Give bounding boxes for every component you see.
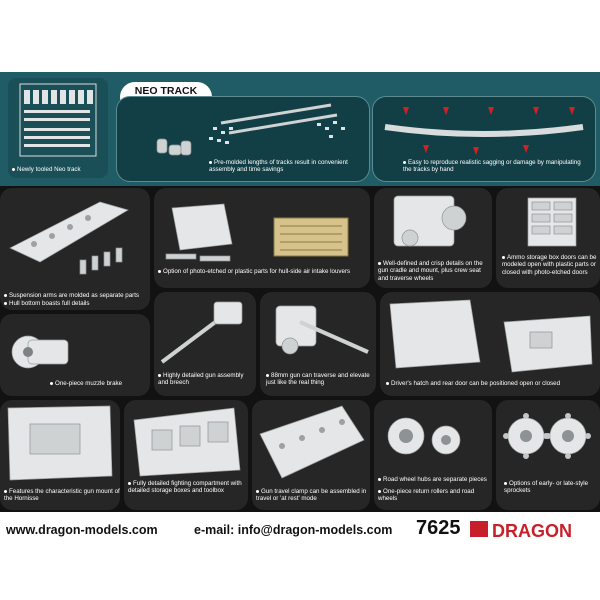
pre-molded-panel: Pre-molded lengths of tracks result in c… (116, 96, 370, 182)
return-rollers-caption: One-piece return rollers and road wheels (378, 488, 475, 503)
gun-assembly-caption: Highly detailed gun assembly and breech (158, 372, 244, 387)
gun-barrel-image (160, 301, 243, 364)
neo-track-title-line1: NEO TRACK (134, 85, 198, 97)
travel-clamp-panel: Gun travel clamp can be assembled in tra… (252, 400, 370, 510)
hull-front-image (389, 299, 593, 373)
footer-bar (0, 512, 600, 552)
drivers-hatch-caption: Driver's hatch and rear door can be posi… (386, 380, 596, 387)
hull-bottom-image (9, 201, 129, 275)
sprockets-panel: Options of early- or late-style sprocket… (496, 400, 600, 510)
road-wheels-panel: Road wheel hubs are separate pieces One-… (374, 400, 492, 510)
gun-traverse-caption: 88mm gun can traverse and elevate just l… (266, 372, 370, 387)
gun-mount-panel: Features the characteristic gun mount of… (0, 400, 120, 510)
sagging-panel: Easy to reproduce realistic sagging or d… (372, 96, 596, 182)
track-lengths-image (156, 103, 345, 156)
ammo-storage-panel: Ammo storage box doors can be modeled op… (496, 188, 600, 288)
drivers-hatch-panel: Driver's hatch and rear door can be posi… (380, 292, 600, 396)
gun-assembly-panel: Highly detailed gun assembly and breech (154, 292, 256, 396)
gun-cradle-panel: Well-defined and crisp details on the gu… (374, 188, 492, 288)
gun-mount-caption: Features the characteristic gun mount of… (4, 488, 120, 503)
website-link[interactable]: www.dragon-models.com (6, 523, 158, 537)
gun-cradle-caption: Well-defined and crisp details on the gu… (378, 260, 483, 282)
neo-track-sprue-panel: Newly tooled Neo track (8, 78, 108, 178)
gun-traverse-panel: 88mm gun can traverse and elevate just l… (260, 292, 376, 396)
sprockets-caption: Options of early- or late-style sprocket… (504, 480, 589, 495)
hull-bottom-caption: Hull bottom boasts full details (4, 300, 150, 307)
ammo-storage-caption: Ammo storage box doors can be modeled op… (502, 254, 597, 276)
fighting-compartment-caption: Fully detailed fighting compartment with… (128, 480, 242, 495)
sprocket-image (503, 413, 591, 459)
louver-parts-image (165, 203, 349, 262)
road-wheel-image (387, 417, 461, 455)
hornisse-mount-image (7, 405, 113, 481)
dragon-logo: DRAGON (470, 515, 590, 541)
sagging-track-image (384, 107, 584, 155)
dragon-brand-text: DRAGON (492, 521, 572, 541)
fighting-compartment-panel: Fully detailed fighting compartment with… (124, 400, 248, 510)
track-sprue-image (19, 83, 97, 157)
hull-deck-image (259, 405, 365, 479)
suspension-panel: Suspension arms are molded as separate p… (0, 188, 150, 310)
muzzle-brake-caption: One-piece muzzle brake (50, 380, 150, 387)
road-wheel-hubs-caption: Road wheel hubs are separate pieces (378, 476, 492, 483)
muzzle-brake-panel: One-piece muzzle brake (0, 314, 150, 396)
travel-clamp-caption: Gun travel clamp can be assembled in tra… (256, 488, 367, 503)
sagging-caption: Easy to reproduce realistic sagging or d… (403, 159, 581, 174)
compartment-image (133, 407, 241, 477)
newly-tooled-caption: Newly tooled Neo track (12, 166, 108, 173)
muzzle-brake-image (11, 335, 69, 369)
ammo-box-image (527, 197, 577, 247)
gun-cradle-image (393, 195, 467, 247)
photo-etched-caption: Option of photo-etched or plastic parts … (158, 268, 370, 275)
photo-etched-panel: Option of photo-etched or plastic parts … (154, 188, 370, 288)
suspension-caption: Suspension arms are molded as separate p… (4, 292, 150, 299)
kit-number: 7625 (416, 517, 461, 539)
email-link[interactable]: e-mail: info@dragon-models.com (194, 523, 393, 537)
gun-mount-image (275, 305, 369, 355)
pre-molded-caption: Pre-molded lengths of tracks result in c… (209, 159, 348, 174)
